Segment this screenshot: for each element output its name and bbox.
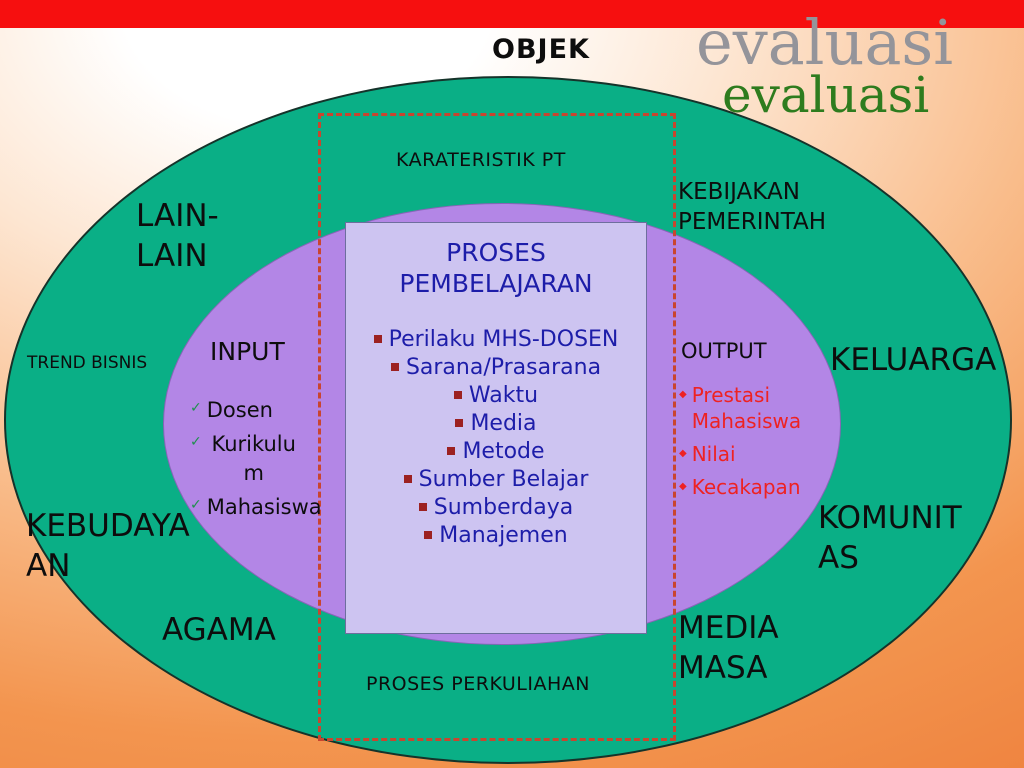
process-item-label: Sumber Belajar <box>418 466 589 492</box>
watermark-evaluasi-gray: evaluasi <box>696 6 954 79</box>
input-list-item: ✓ Dosen <box>190 396 322 424</box>
top-red-bar <box>0 0 1024 28</box>
process-box: PROSES PEMBELAJARAN Perilaku MHS-DOSEN S… <box>345 222 647 634</box>
process-list-item: Waktu <box>374 383 619 408</box>
square-bullet-icon <box>403 475 412 483</box>
input-list-item: ✓ Kurikulum <box>190 430 322 487</box>
label-lain-lain: LAIN-LAIN <box>136 198 219 275</box>
check-icon: ✓ <box>190 400 202 416</box>
watermark-evaluasi-green: evaluasi <box>722 66 930 124</box>
square-bullet-icon <box>453 391 462 399</box>
diamond-bullet-icon: ◆ <box>679 448 687 459</box>
output-section-label: OUTPUT <box>681 339 767 363</box>
process-item-label: Metode <box>462 438 545 464</box>
label-proses-perkuliahan: PROSES PERKULIAHAN <box>366 673 590 695</box>
output-item-list: ◆ Prestasi Mahasiswa ◆ Nilai ◆ Kecakapan <box>679 382 822 507</box>
process-list-item: Metode <box>374 439 619 464</box>
output-list-item: ◆ Prestasi Mahasiswa <box>679 382 822 434</box>
output-list-item: ◆ Kecakapan <box>679 474 822 500</box>
output-list-item: ◆ Nilai <box>679 441 822 467</box>
input-list-item: ✓ Mahasiswa <box>190 493 322 521</box>
label-karateristik-pt: KARATERISTIK PT <box>396 149 566 171</box>
label-keluarga: KELUARGA <box>830 342 997 378</box>
diamond-bullet-icon: ◆ <box>679 481 687 492</box>
slide-title: OBJEK <box>492 34 590 65</box>
process-list-item: Sumber Belajar <box>374 467 619 492</box>
label-kebijakan-pemerintah: KEBIJAKAN PEMERINTAH <box>678 179 827 235</box>
label-trend-bisnis: TREND BISNIS <box>27 353 148 373</box>
process-list-item: Media <box>374 411 619 436</box>
diamond-bullet-icon: ◆ <box>679 389 687 400</box>
square-bullet-icon <box>455 419 464 427</box>
square-bullet-icon <box>447 447 456 455</box>
process-list-item: Sumberdaya <box>374 495 619 520</box>
process-list-item: Perilaku MHS-DOSEN <box>373 326 619 352</box>
input-item-list: ✓ Dosen ✓ Kurikulum ✓ Mahasiswa <box>190 396 322 527</box>
label-komunitas: KOMUNITAS <box>818 500 962 577</box>
process-item-label: Manajemen <box>439 522 568 548</box>
square-bullet-icon <box>424 531 433 539</box>
output-item-label: Kecakapan <box>691 475 801 499</box>
square-bullet-icon <box>418 503 427 511</box>
square-bullet-icon <box>373 335 382 343</box>
output-item-label: Nilai <box>691 442 736 466</box>
process-item-list: Perilaku MHS-DOSEN Sarana/Prasarana Wakt… <box>373 324 619 551</box>
check-icon: ✓ <box>190 497 202 514</box>
process-item-label: Perilaku MHS-DOSEN <box>388 326 619 352</box>
process-list-item: Sarana/Prasarana <box>374 355 619 380</box>
label-agama: AGAMA <box>162 612 276 648</box>
square-bullet-icon <box>390 363 399 371</box>
input-item-label: Mahasiswa <box>206 495 322 520</box>
input-item-label: Kurikulum <box>211 432 296 485</box>
dashed-evaluation-boundary <box>318 113 676 741</box>
check-icon: ✓ <box>190 434 202 451</box>
label-kebudayaan: KEBUDAYAAN <box>26 508 190 585</box>
process-item-label: Media <box>470 410 537 436</box>
process-list-item: Manajemen <box>374 523 619 548</box>
process-item-label: Sumberdaya <box>433 494 574 520</box>
process-box-title: PROSES PEMBELAJARAN <box>399 238 593 299</box>
input-section-label: INPUT <box>210 337 285 366</box>
input-item-label: Dosen <box>206 398 273 422</box>
label-media-masa: MEDIA MASA <box>678 610 779 687</box>
process-item-label: Waktu <box>468 382 539 408</box>
process-item-label: Sarana/Prasarana <box>405 354 602 380</box>
output-item-label: Prestasi Mahasiswa <box>691 383 802 433</box>
